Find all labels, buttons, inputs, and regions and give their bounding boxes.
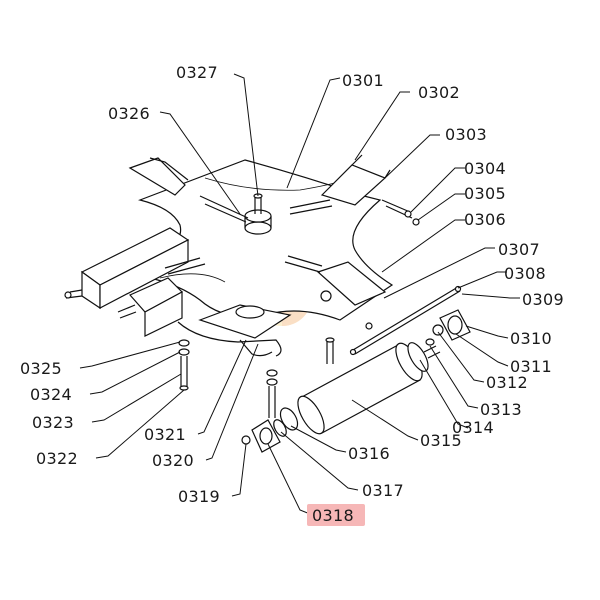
callout-0311: 0311 (510, 357, 552, 376)
callout-0317: 0317 (362, 481, 404, 500)
bolt-left (178, 339, 190, 391)
callout-0301: 0301 (342, 71, 384, 90)
callout-0313: 0313 (480, 400, 522, 419)
cylinder (297, 338, 441, 435)
bolt-center-right (325, 337, 335, 364)
callout-0323: 0323 (32, 413, 74, 432)
callout-0321: 0321 (144, 425, 186, 444)
callout-0310: 0310 (510, 329, 552, 348)
callout-0319: 0319 (178, 487, 220, 506)
callout-0320: 0320 (152, 451, 194, 470)
bolt-center-lower (266, 369, 278, 418)
callout-0316: 0316 (348, 444, 390, 463)
arm-left-tube (64, 227, 190, 310)
callout-0303: 0303 (445, 125, 487, 144)
arm-top-left (128, 157, 249, 223)
callout-0324: 0324 (30, 385, 72, 404)
callout-0304: 0304 (464, 159, 506, 178)
end-cap-left (241, 419, 281, 453)
end-cap-right (432, 309, 471, 341)
arm-bottom-right (284, 255, 387, 330)
callout-0307: 0307 (498, 240, 540, 259)
highlight-box (307, 504, 365, 526)
callout-0302: 0302 (418, 83, 460, 102)
callout-0315: 0315 (420, 431, 462, 450)
callout-0326: 0326 (108, 104, 150, 123)
leader-lines (79, 73, 520, 515)
seal-rings (273, 407, 299, 437)
callout-0312: 0312 (486, 373, 528, 392)
callout-0305: 0305 (464, 184, 506, 203)
callout-0327: 0327 (176, 63, 218, 82)
arm-bottom-left (117, 257, 206, 337)
callout-0314: 0314 (452, 418, 494, 437)
center-bracket (177, 304, 292, 357)
callout-0306: 0306 (464, 210, 506, 229)
rod (349, 285, 462, 356)
callout-labels: 0327 0301 0302 0326 0303 0304 0305 0306 … (20, 63, 564, 525)
callout-0308: 0308 (504, 264, 546, 283)
arm-top-right (289, 154, 420, 226)
callout-0318: 0318 (312, 506, 354, 525)
callout-0322: 0322 (36, 449, 78, 468)
callout-0325: 0325 (20, 359, 62, 378)
callout-0309: 0309 (522, 290, 564, 309)
